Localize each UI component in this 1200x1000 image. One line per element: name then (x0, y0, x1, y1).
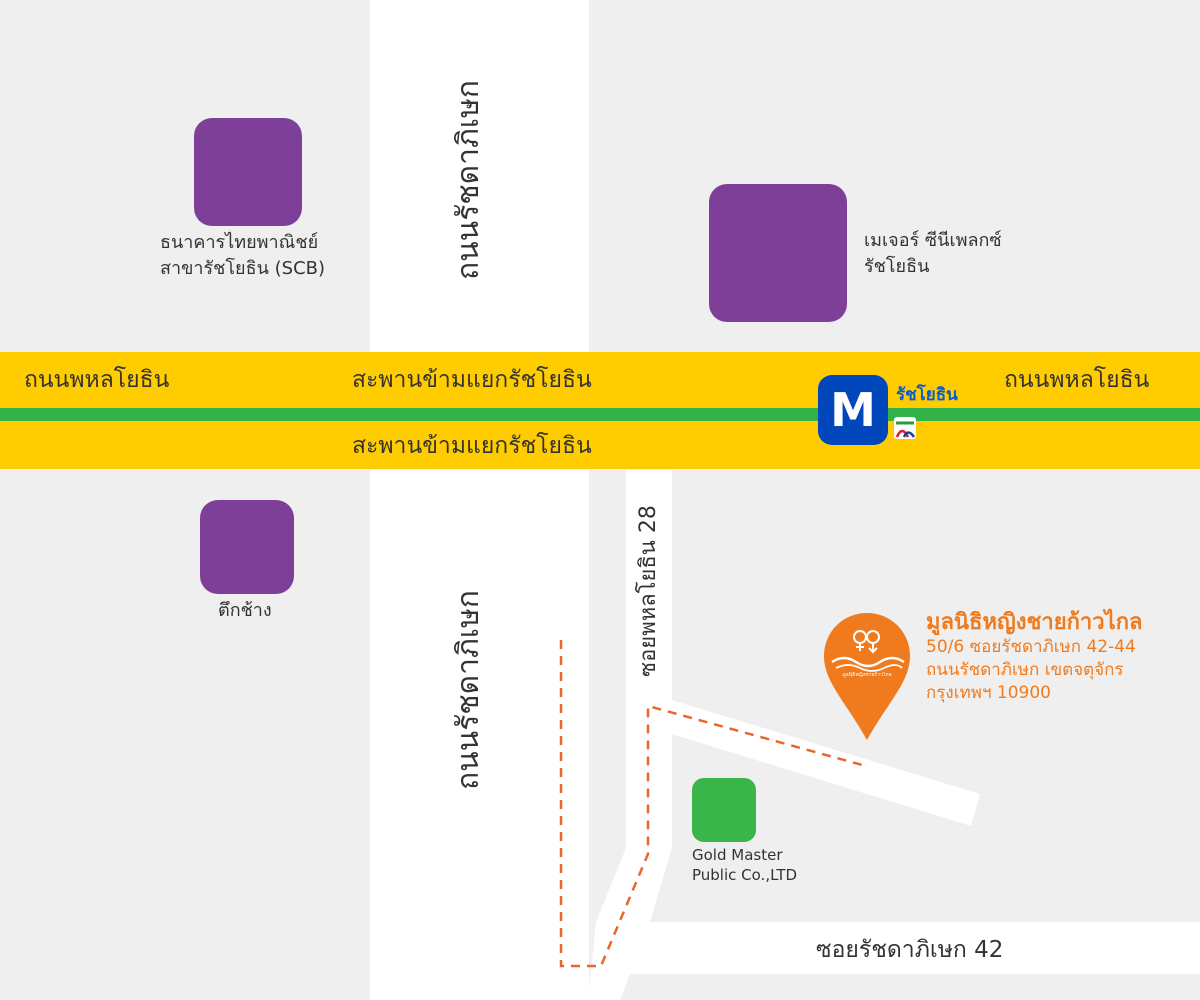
bts-logo-svg (895, 421, 916, 438)
tuk-chang-label: ตึกช้าง (218, 600, 272, 621)
road-label-ratchada-lower: ถนนรัชดาภิเษก (451, 590, 486, 790)
road-label-ratchada-upper: ถนนรัชดาภิเษก (451, 80, 486, 280)
road-label-soi-ratchada-42: ซอยรัชดาภิเษก 42 (816, 937, 1004, 963)
gold-master-building (692, 778, 756, 842)
mrt-station-icon[interactable]: M (818, 375, 888, 445)
soi-ratchada-42-road (600, 922, 1200, 974)
diagonal-lane-road (652, 694, 980, 826)
gold-master-label: Gold Master Public Co.,LTD (692, 845, 797, 885)
gold-master-line1: Gold Master (692, 846, 783, 864)
bts-logo-icon (894, 417, 916, 439)
destination-address: 50/6 ซอยรัชดาภิเษก 42-44 ถนนรัชดาภิเษก เ… (926, 636, 1136, 705)
road-label-bridge-lower: สะพานข้ามแยกรัชโยธิน (352, 433, 592, 459)
station-name: รัชโยธิน (896, 385, 958, 405)
major-cineplex-building (709, 184, 847, 322)
scb-label: ธนาคารไทยพาณิชย์ สาขารัชโยธิน (SCB) (160, 230, 325, 282)
phahon-road-upper (0, 352, 1200, 408)
location-pin-icon[interactable] (822, 610, 912, 742)
scb-label-line1: ธนาคารไทยพาณิชย์ (160, 232, 319, 253)
gold-master-line2: Public Co.,LTD (692, 866, 798, 884)
phahon-road-lower (0, 421, 1200, 469)
road-label-phahon-right: ถนนพหลโยธิน (1004, 367, 1150, 393)
pin-logo-text: มูลนิธิหญิงชายก้าวไกล (842, 672, 892, 678)
road-label-soi-phahon-28: ซอยพหลโยธิน 28 (636, 505, 661, 677)
address-line2: ถนนรัชดาภิเษก เขตจตุจักร (926, 660, 1124, 680)
mrt-m-icon: M (830, 383, 876, 437)
address-line1: 50/6 ซอยรัชดาภิเษก 42-44 (926, 637, 1136, 657)
scb-label-line2: สาขารัชโยธิน (SCB) (160, 258, 326, 279)
scb-building (194, 118, 302, 226)
tuk-chang-building (200, 500, 294, 594)
major-cineplex-label: เมเจอร์ ซีนีเพลกซ์ รัชโยธิน (864, 228, 1002, 280)
major-label-line1: เมเจอร์ ซีนีเพลกซ์ (864, 230, 1002, 251)
road-label-bridge-upper: สะพานข้ามแยกรัชโยธิน (352, 367, 592, 393)
soi-phahon-28-road (588, 470, 672, 1000)
destination-name: มูลนิธิหญิงชายก้าวไกล (926, 610, 1143, 635)
walking-route (559, 640, 867, 968)
ratchada-road (370, 0, 589, 1000)
address-line3: กรุงเทพฯ 10900 (926, 683, 1051, 703)
major-label-line2: รัชโยธิน (864, 256, 930, 277)
road-label-phahon-left: ถนนพหลโยธิน (24, 367, 170, 393)
